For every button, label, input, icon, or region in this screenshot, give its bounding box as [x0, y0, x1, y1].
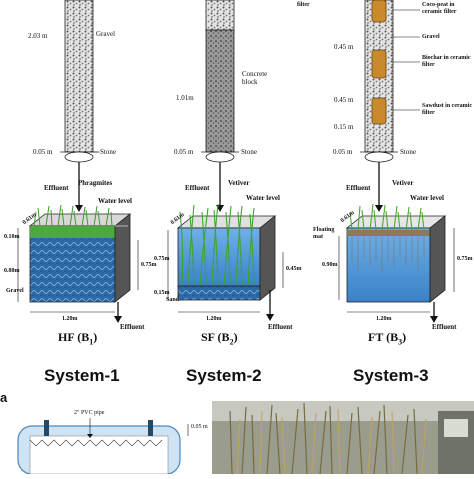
s1-effluent-out: Effluent — [120, 323, 145, 331]
s2-height-base: 0.05 m — [174, 148, 194, 156]
system-2-tank — [177, 227, 261, 287]
s3-coco-label: Coco-peat in ceramic filter — [422, 2, 457, 16]
system-1-tank-side — [114, 213, 131, 303]
s3-h2: 0.45 m — [334, 96, 354, 104]
s1-effluent-top: Effluent — [44, 184, 69, 192]
s3-water-label: Water level — [410, 194, 444, 202]
panel-letter: a — [0, 390, 8, 405]
s1-stone-label: Stone — [100, 148, 116, 156]
s2-d1: 0.75m — [154, 256, 170, 262]
system-2-diagram — [167, 0, 284, 321]
s1-water-label: Water level — [98, 197, 132, 205]
system-3-title: System-3 — [353, 366, 429, 385]
system-3-diagram — [338, 0, 455, 323]
s2-d2: 0.15m — [154, 290, 170, 296]
s3-d1: 0.90m — [322, 262, 338, 268]
s3-height-base: 0.05 m — [333, 148, 353, 156]
system-2-tank-side — [259, 215, 276, 301]
system-1-title: System-1 — [44, 366, 120, 385]
sawdust-filter — [371, 97, 387, 125]
s2-plant-label: Vetiver — [228, 179, 250, 187]
s2-effluent-out: Effluent — [268, 323, 293, 331]
pvc-pipe-label: 2" PVC pipe — [74, 410, 105, 416]
s3-floating-label: Floating mat — [313, 227, 335, 241]
system-1-column-base — [64, 151, 94, 163]
s3-effluent-top: Effluent — [346, 184, 371, 192]
s3-plant-label: Vetiver — [392, 179, 414, 187]
s1-d2: 0.80m — [4, 268, 20, 274]
s3-caption: FT (B3) — [368, 330, 407, 347]
s1-height-main: 2.03 m — [28, 32, 48, 40]
s1-d1: 0.10m — [4, 234, 20, 240]
pvc-pipe-dim: 0.05 m — [191, 424, 208, 430]
s2-height-main: 1.01m — [176, 94, 194, 102]
s3-stone-label: Stone — [400, 148, 416, 156]
s2-side: 0.45m — [286, 266, 302, 272]
s2-water-label: Water level — [246, 194, 280, 202]
coco-filter — [371, 0, 387, 23]
s3-biochar-label: Biochar in ceramic filter — [422, 55, 471, 69]
s3-side: 0.75m — [457, 256, 473, 262]
s1-height-base: 0.05 m — [33, 148, 53, 156]
system-1-column — [64, 0, 94, 153]
s2-sand-label: Sand — [166, 297, 180, 303]
system-3-tank — [346, 227, 431, 303]
wetland-photo — [212, 401, 474, 474]
s1-plant-label: Phragmites — [78, 179, 113, 187]
s2-width: 1.20m — [206, 316, 222, 322]
system-2-column-base — [205, 151, 235, 163]
s1-caption: HF (B1) — [58, 330, 98, 347]
s3-effluent-out: Effluent — [432, 323, 457, 331]
s3-filter-label: filter — [297, 2, 310, 8]
s2-caption: SF (B2) — [201, 330, 238, 347]
s3-gravel-label: Gravel — [422, 34, 440, 40]
biochar-filter — [371, 49, 387, 79]
s3-h1: 0.45 m — [334, 43, 354, 51]
system-3-tank-side — [429, 215, 446, 303]
s3-h3: 0.15 m — [334, 123, 354, 131]
s3-width: 1.20m — [376, 316, 392, 322]
system-2-column — [205, 29, 235, 153]
s3-sawdust-label: Sawdust in ceramic filter — [422, 103, 472, 117]
s2-media-label: Concrete block — [242, 70, 268, 87]
s1-width: 1.20m — [62, 316, 78, 322]
s1-side: 0.75m — [141, 262, 157, 268]
pvc-pipe-diagram — [17, 418, 189, 475]
s1-bottom-media: Gravel — [6, 288, 24, 294]
s2-effluent-top: Effluent — [185, 184, 210, 192]
system-1-diagram — [17, 0, 139, 323]
s2-stone-label: Stone — [241, 148, 257, 156]
s1-media-label: Gravel — [96, 30, 116, 38]
system-2-title: System-2 — [186, 366, 262, 385]
